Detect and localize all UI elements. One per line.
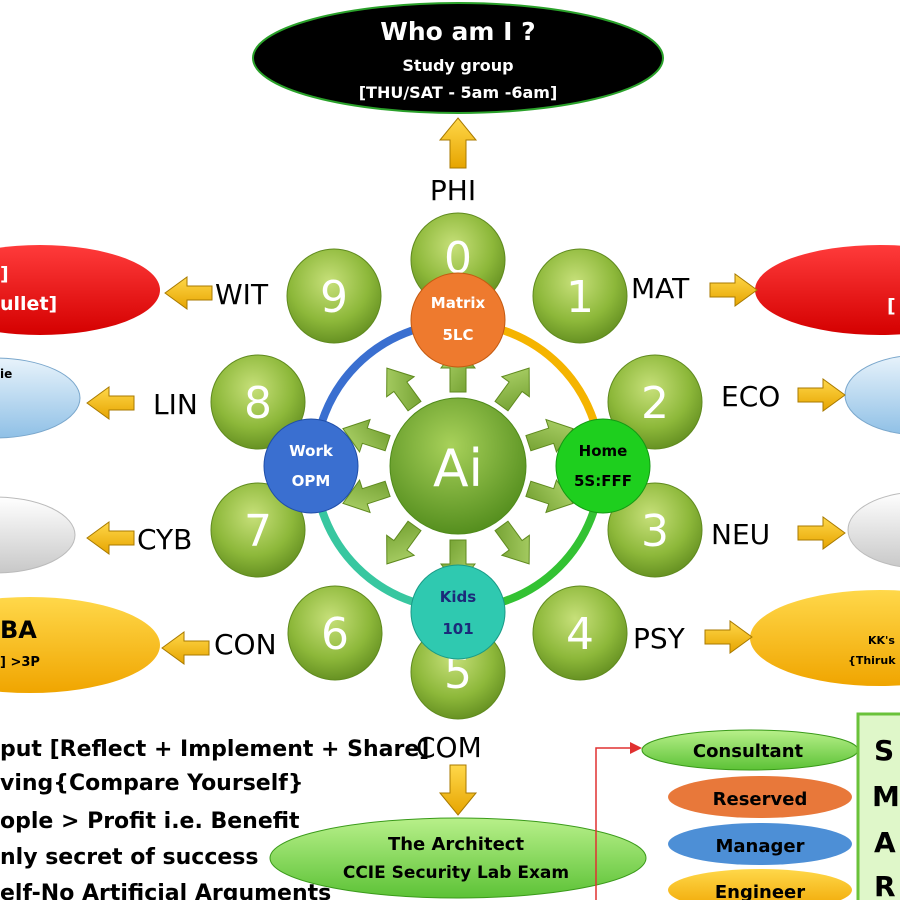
hub-work: Work OPM <box>263 418 359 514</box>
right-orange-line2: {Thiruk <box>848 654 896 667</box>
petal-7 <box>210 482 306 578</box>
hub-home-title: Home <box>579 442 628 460</box>
up-arrow-icon <box>438 117 478 169</box>
petal-8 <box>210 354 306 450</box>
arrow-left-cyb-icon <box>86 521 135 555</box>
label-cyb: CYB <box>137 523 192 556</box>
role-engineer: Engineer <box>668 869 852 900</box>
arrow-left-lin-icon <box>86 386 135 420</box>
left-blue-text: ie <box>0 367 12 381</box>
hub-home-sub: 5S:FFF <box>574 472 632 490</box>
top-line2: [THU/SAT - 5am -6am] <box>359 83 558 102</box>
role-engineer-label: Engineer <box>715 882 805 900</box>
text-line-1: put [Reflect + Implement + Share] <box>0 737 429 762</box>
role-consultant: Consultant <box>641 729 859 771</box>
text-line-3: ople > Profit i.e. Benefit <box>0 809 300 834</box>
hub-work-title: Work <box>289 442 334 460</box>
role-manager-label: Manager <box>716 836 805 857</box>
center-circle <box>389 397 527 535</box>
hub-home: Home 5S:FFF <box>555 418 651 514</box>
smart-box <box>856 712 900 900</box>
petal-4 <box>532 585 628 681</box>
petal-2-number: 2 <box>641 378 669 429</box>
petal-1 <box>532 248 628 344</box>
right-orange-line1: KK's <box>868 634 895 647</box>
petal-4-number: 4 <box>566 609 594 660</box>
role-reserved-label: Reserved <box>713 789 808 810</box>
petal-2 <box>607 354 703 450</box>
center-label: Ai <box>433 439 483 499</box>
right-grey-ellipse <box>847 492 900 568</box>
top-line1: Study group <box>402 56 513 75</box>
left-orange-ellipse: BA ] >3P <box>0 597 160 693</box>
label-con: CON <box>214 628 277 661</box>
label-wit: WIT <box>215 278 269 311</box>
top-ellipse: Who am I ? Study group [THU/SAT - 5am -6… <box>252 2 664 114</box>
petal-3-number: 3 <box>641 506 669 557</box>
hub-work-sub: OPM <box>292 472 331 490</box>
arrow-right-psy-icon <box>704 620 753 654</box>
arrow-right-mat-icon <box>709 273 758 307</box>
petal-7-number: 7 <box>244 506 272 557</box>
hub-kids-sub: 101 <box>442 620 473 638</box>
role-manager: Manager <box>668 823 852 865</box>
left-red-line2: ullet] <box>0 293 57 315</box>
architect-line1: The Architect <box>388 834 525 855</box>
left-red-line1: ] <box>0 263 9 285</box>
label-eco: ECO <box>721 380 780 413</box>
hub-kids-title: Kids <box>440 588 477 606</box>
role-consultant-label: Consultant <box>693 741 804 762</box>
petal-3 <box>607 482 703 578</box>
smart-m: M <box>872 780 900 813</box>
smart-a: A <box>874 826 896 859</box>
petal-1-number: 1 <box>566 272 594 323</box>
label-com: COM <box>416 731 482 764</box>
left-blue-ellipse: ie <box>0 357 81 439</box>
petal-6 <box>287 585 383 681</box>
right-orange-ellipse: KK's {Thiruk <box>750 590 900 686</box>
petal-8-number: 8 <box>244 378 272 429</box>
left-grey-ellipse <box>0 496 76 574</box>
smart-r: R <box>874 870 896 900</box>
arrow-right-neu-icon <box>797 516 846 550</box>
right-red-ellipse: [ <box>755 245 900 335</box>
left-orange-line1: BA <box>0 616 37 644</box>
arrow-left-con-icon <box>161 631 210 665</box>
label-psy: PSY <box>633 622 686 655</box>
connector-line <box>595 747 632 900</box>
arrow-right-eco-icon <box>797 378 846 412</box>
label-phi: PHI <box>430 174 476 207</box>
hub-matrix-sub: 5LC <box>442 326 473 344</box>
arrow-left-wit-icon <box>164 276 213 310</box>
petal-6-number: 6 <box>321 609 349 660</box>
right-red-text: [ <box>887 295 896 317</box>
down-arrow-icon <box>438 764 478 816</box>
text-line-2: ving{Compare Yourself} <box>0 771 304 796</box>
left-red-ellipse: ] ullet] <box>0 245 160 335</box>
text-line-4: nly secret of success <box>0 845 259 870</box>
label-neu: NEU <box>711 518 770 551</box>
architect-line2: CCIE Security Lab Exam <box>343 863 569 883</box>
hub-matrix: Matrix 5LC <box>410 272 506 368</box>
connector-arrow-icon <box>630 742 642 754</box>
bullet-text: put [Reflect + Implement + Share] ving{C… <box>0 737 429 900</box>
petal-9 <box>286 248 382 344</box>
label-lin: LIN <box>153 388 198 421</box>
label-mat: MAT <box>631 272 690 305</box>
left-orange-line2: ] >3P <box>0 655 40 670</box>
smart-s: S <box>874 734 894 767</box>
text-line-5: elf-No Artificial Arguments <box>0 881 331 900</box>
hub-matrix-title: Matrix <box>431 294 486 312</box>
top-title: Who am I ? <box>380 17 535 46</box>
hub-kids: Kids 101 <box>410 564 506 660</box>
role-reserved: Reserved <box>668 776 852 818</box>
architect-ellipse: The Architect CCIE Security Lab Exam <box>269 817 647 899</box>
right-blue-ellipse <box>844 355 900 435</box>
petal-9-number: 9 <box>320 272 348 323</box>
